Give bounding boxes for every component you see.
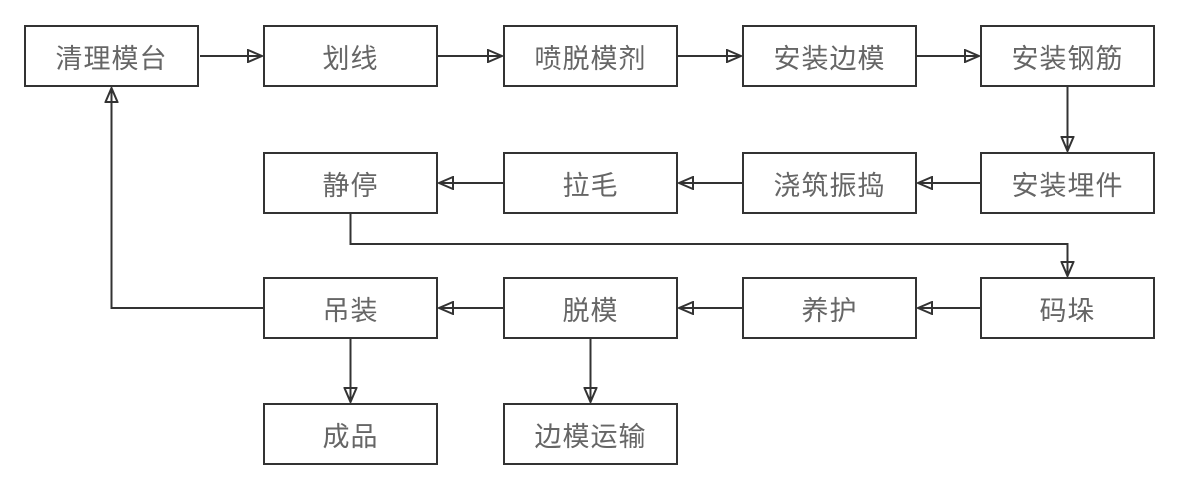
node-label: 静停 xyxy=(322,170,379,201)
node-marking: 划线 xyxy=(263,25,438,87)
node-install-side-forms: 安装边模 xyxy=(742,25,917,87)
node-install-embeds: 安装埋件 xyxy=(980,152,1155,214)
node-roughening: 拉毛 xyxy=(503,152,678,214)
node-resting: 静停 xyxy=(263,152,438,214)
node-spray-release-agent: 喷脱模剂 xyxy=(503,25,678,87)
node-curing: 养护 xyxy=(742,277,917,339)
node-hoisting: 吊装 xyxy=(263,277,438,339)
node-label: 清理模台 xyxy=(55,43,168,74)
node-label: 安装埋件 xyxy=(1011,170,1124,201)
node-label: 划线 xyxy=(322,43,379,74)
node-label: 浇筑振捣 xyxy=(773,170,886,201)
node-label: 喷脱模剂 xyxy=(534,43,647,74)
node-label: 安装钢筋 xyxy=(1011,43,1124,74)
node-demolding: 脱模 xyxy=(503,277,678,339)
node-clean-mold-platform: 清理模台 xyxy=(24,25,199,87)
node-label: 成品 xyxy=(322,421,379,452)
node-label: 吊装 xyxy=(322,295,379,326)
node-label: 安装边模 xyxy=(773,43,886,74)
edge-resting-to-stacking xyxy=(349,213,1068,276)
node-label: 养护 xyxy=(801,295,858,326)
node-label: 码垛 xyxy=(1039,295,1096,326)
node-label: 拉毛 xyxy=(562,170,619,201)
node-stacking: 码垛 xyxy=(980,277,1155,339)
edge-hoisting-to-clean-loop xyxy=(112,88,263,309)
node-label: 边模运输 xyxy=(534,421,647,452)
node-side-form-transport: 边模运输 xyxy=(503,403,678,465)
node-finished-product: 成品 xyxy=(263,403,438,465)
node-pour-vibrate: 浇筑振捣 xyxy=(742,152,917,214)
node-install-rebar: 安装钢筋 xyxy=(980,25,1155,87)
node-label: 脱模 xyxy=(562,295,619,326)
